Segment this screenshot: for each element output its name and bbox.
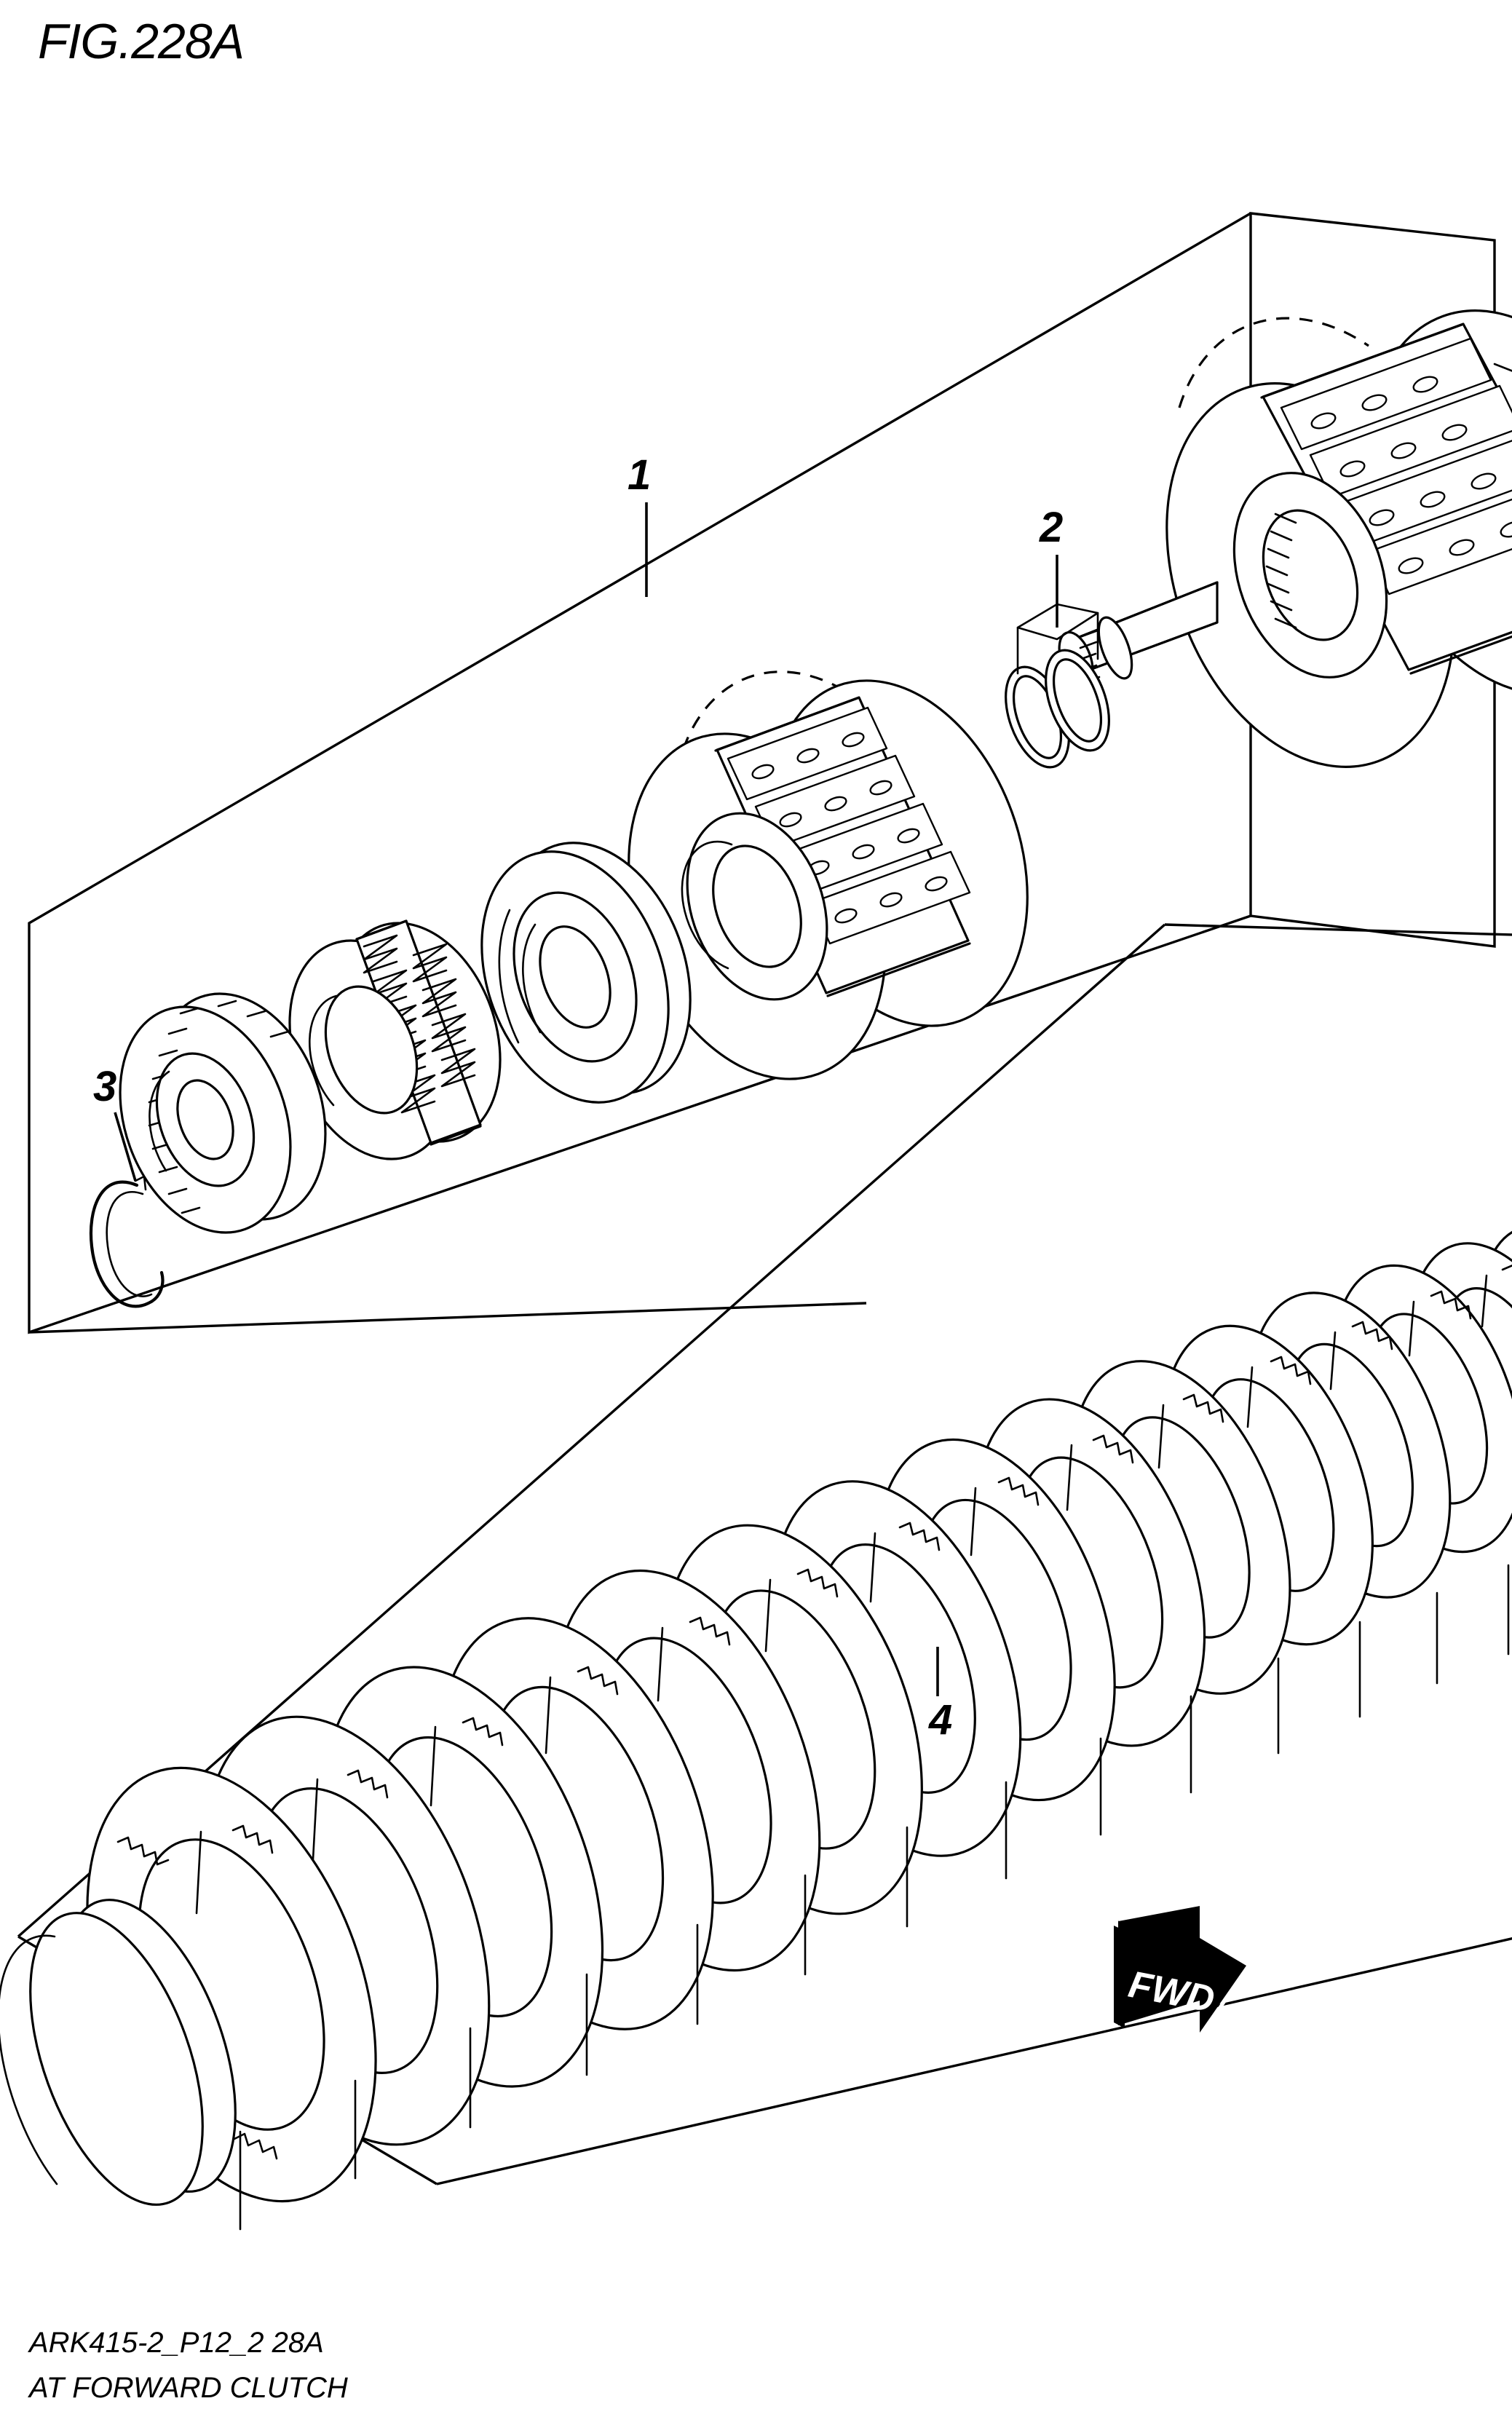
plate-serrations xyxy=(100,1265,1512,2160)
part-1-clutch-hub xyxy=(119,992,327,1234)
clutch-retaining-ring xyxy=(0,1899,237,2206)
stack-drop-lines xyxy=(239,1564,1510,2231)
part-2-seal-rings xyxy=(1005,603,1110,769)
fwd-arrow: FWD xyxy=(1114,1903,1252,2034)
part-1-spring-pack xyxy=(288,919,502,1160)
callout-label: 3 xyxy=(93,1063,116,1110)
callout-number-3: 3 xyxy=(93,1063,116,1110)
hub-teeth xyxy=(148,1000,290,1214)
drum-slot-windows xyxy=(1310,376,1512,574)
callout-label: 4 xyxy=(928,1696,952,1744)
page-title: FIG.228A xyxy=(38,14,245,69)
mid-drum-slot-windows xyxy=(751,732,948,924)
part-3-snap-ring xyxy=(89,1175,165,1308)
drum-spline-teeth xyxy=(1265,513,1297,629)
part-1-clutch-drum-large xyxy=(1058,309,1512,768)
callout-leaders xyxy=(114,502,1058,1696)
callout-number-1: 1 xyxy=(628,451,651,499)
footer-code: ARK415-2_P12_2 28A xyxy=(29,2327,324,2359)
part-4-clutch-plate-stack xyxy=(0,1225,1512,2231)
footer-title: AT FORWARD CLUTCH xyxy=(29,2372,348,2404)
callout-number-4: 4 xyxy=(928,1696,952,1744)
part-1-piston-retainer xyxy=(480,842,692,1104)
callout-label: 1 xyxy=(628,451,651,499)
callout-label: 2 xyxy=(1039,504,1063,551)
callout-number-2: 2 xyxy=(1039,504,1063,551)
